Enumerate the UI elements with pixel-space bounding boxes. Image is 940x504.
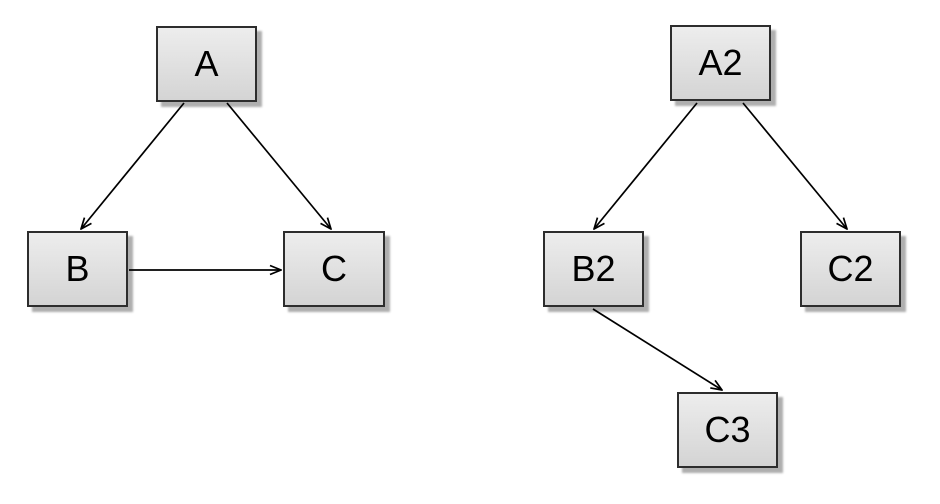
node-label: C — [321, 248, 347, 289]
node-label: C2 — [827, 248, 874, 289]
node-label: B — [65, 248, 90, 289]
node-label: B2 — [571, 248, 616, 289]
node-label: A — [194, 43, 219, 84]
node-C[interactable]: C — [283, 231, 385, 307]
node-label: A2 — [698, 42, 743, 83]
node-C3[interactable]: C3 — [677, 392, 778, 468]
node-B[interactable]: B — [27, 231, 128, 307]
node-C2[interactable]: C2 — [800, 231, 901, 307]
node-B2[interactable]: B2 — [543, 231, 644, 307]
node-label: C3 — [704, 409, 751, 450]
node-A2[interactable]: A2 — [670, 25, 771, 101]
node-A[interactable]: A — [156, 26, 257, 102]
